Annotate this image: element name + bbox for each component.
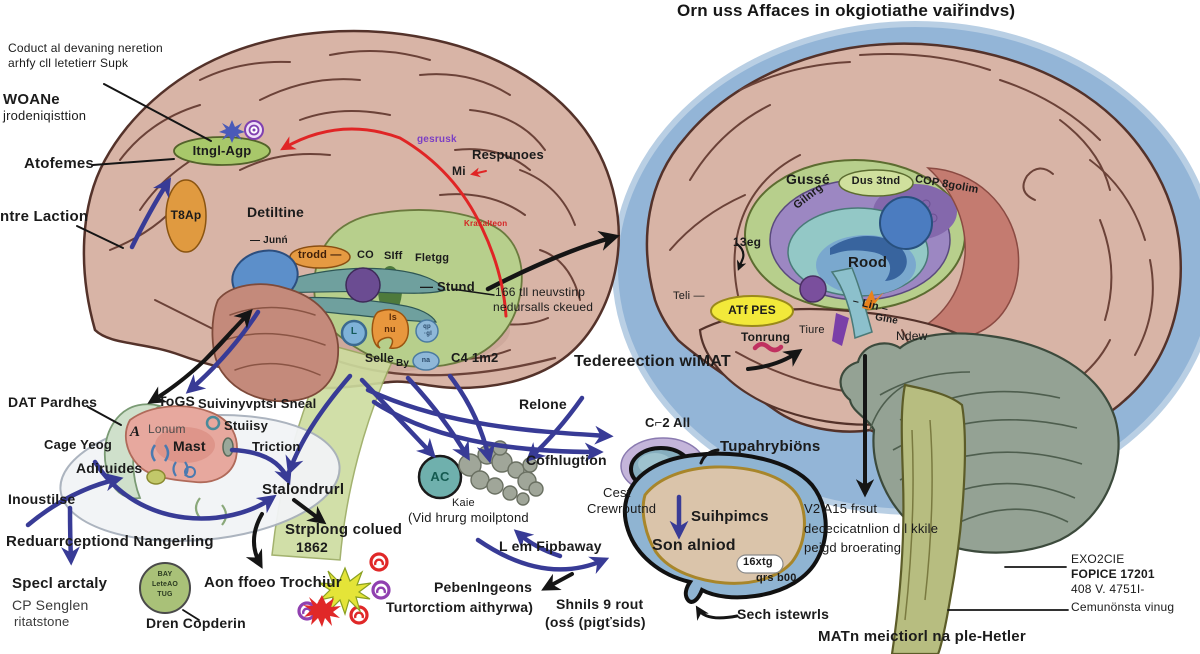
virus-icon xyxy=(219,120,264,143)
purple-brush-icon xyxy=(832,313,849,346)
itngl-agp-oval xyxy=(173,136,271,166)
right-blue-nucleus xyxy=(879,196,933,250)
ls-nu-orange-blob xyxy=(371,308,410,349)
red-arrows xyxy=(280,127,508,318)
qp-gl-circle xyxy=(415,319,439,343)
left-purple-ball xyxy=(345,267,381,303)
gray-molecule xyxy=(458,440,544,506)
l-small-circle xyxy=(340,319,368,347)
t8ap-oval xyxy=(165,179,207,253)
figure-title: Orn uss Affaces in okgiotiathe vaiřindvs… xyxy=(677,1,1016,20)
dus-3tnd-oval xyxy=(838,169,914,197)
13eg-pointer-arrow xyxy=(735,242,747,271)
ac-circle xyxy=(417,454,463,500)
atf-pes-highlight-oval xyxy=(710,295,794,327)
olive-granule-icon xyxy=(146,469,166,485)
small-circle-icon xyxy=(184,466,196,478)
ac-complex xyxy=(417,440,544,506)
right-teal-tail xyxy=(830,267,873,340)
orange-arrow-icon xyxy=(862,290,884,310)
right-dark-blue-curl xyxy=(830,236,907,281)
red-starburst-icon xyxy=(303,595,341,627)
na-oval xyxy=(412,351,440,371)
bay-leteao-tug-circle xyxy=(139,562,191,614)
trodd-orange-arc xyxy=(289,245,351,269)
16xtg-pill xyxy=(736,554,784,574)
right-small-purple-ball xyxy=(799,275,827,303)
brainstem xyxy=(890,383,966,654)
black-arrows xyxy=(76,83,1069,621)
beige-cell xyxy=(622,451,828,604)
receptor-pair-icon xyxy=(150,444,170,462)
gray-receptor-icon xyxy=(222,437,234,457)
pink-squiggle-icon xyxy=(752,342,784,353)
left-brain xyxy=(82,29,620,561)
receptor-loop-icon xyxy=(205,415,221,431)
